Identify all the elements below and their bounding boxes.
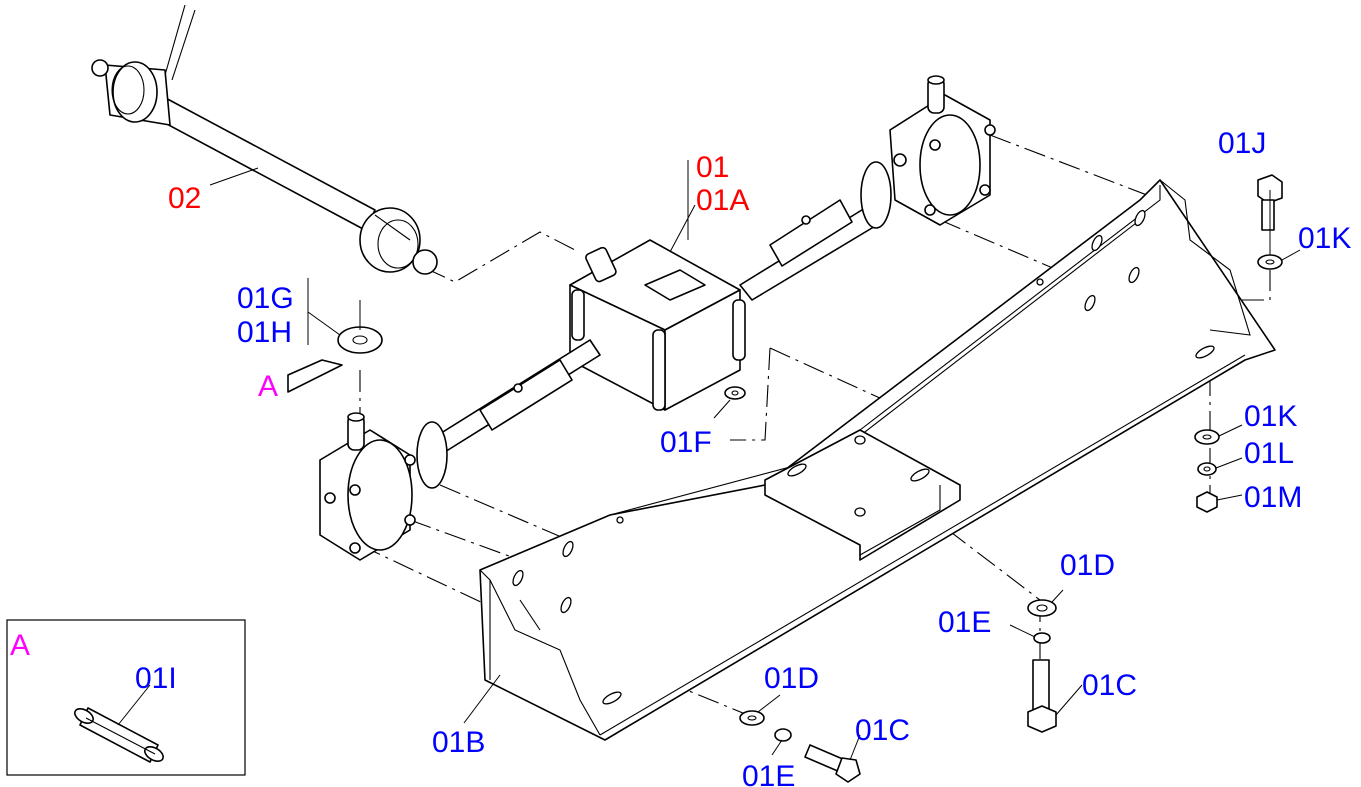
label-01: 01 bbox=[696, 151, 729, 184]
label-detail-ref-a: A bbox=[258, 370, 278, 403]
drive-shaft bbox=[91, 4, 438, 275]
right-gear-head bbox=[889, 75, 996, 226]
label-01g: 01G bbox=[237, 282, 294, 315]
label-01i: 01I bbox=[135, 662, 177, 695]
label-01m: 01M bbox=[1244, 481, 1302, 514]
label-01b: 01B bbox=[432, 726, 485, 759]
label-01l: 01L bbox=[1244, 437, 1294, 470]
label-01e-front: 01E bbox=[742, 760, 795, 787]
gearbox bbox=[416, 161, 892, 489]
label-02: 02 bbox=[168, 182, 201, 215]
leader-lines bbox=[209, 160, 1301, 761]
label-01c-front: 01C bbox=[855, 714, 910, 747]
label-01k-bottom: 01K bbox=[1244, 400, 1297, 433]
label-01a: 01A bbox=[696, 184, 749, 217]
label-01h: 01H bbox=[237, 316, 292, 349]
label-01d-front: 01D bbox=[764, 662, 819, 695]
label-01e-right: 01E bbox=[938, 606, 991, 639]
label-detail-box-title: A bbox=[10, 629, 30, 662]
label-01k-top: 01K bbox=[1298, 222, 1351, 255]
part-labels: 02 01 01A 01G 01H A 01F 01J 01K 01K 01L … bbox=[10, 127, 1351, 787]
detail-box-a bbox=[6, 619, 246, 776]
base-frame bbox=[479, 179, 1276, 741]
label-01f: 01F bbox=[660, 426, 712, 459]
left-gear-head bbox=[319, 412, 416, 561]
label-01j: 01J bbox=[1218, 127, 1266, 160]
hardware bbox=[337, 174, 1283, 783]
label-01c-right: 01C bbox=[1082, 669, 1137, 702]
label-01d-right: 01D bbox=[1060, 549, 1115, 582]
